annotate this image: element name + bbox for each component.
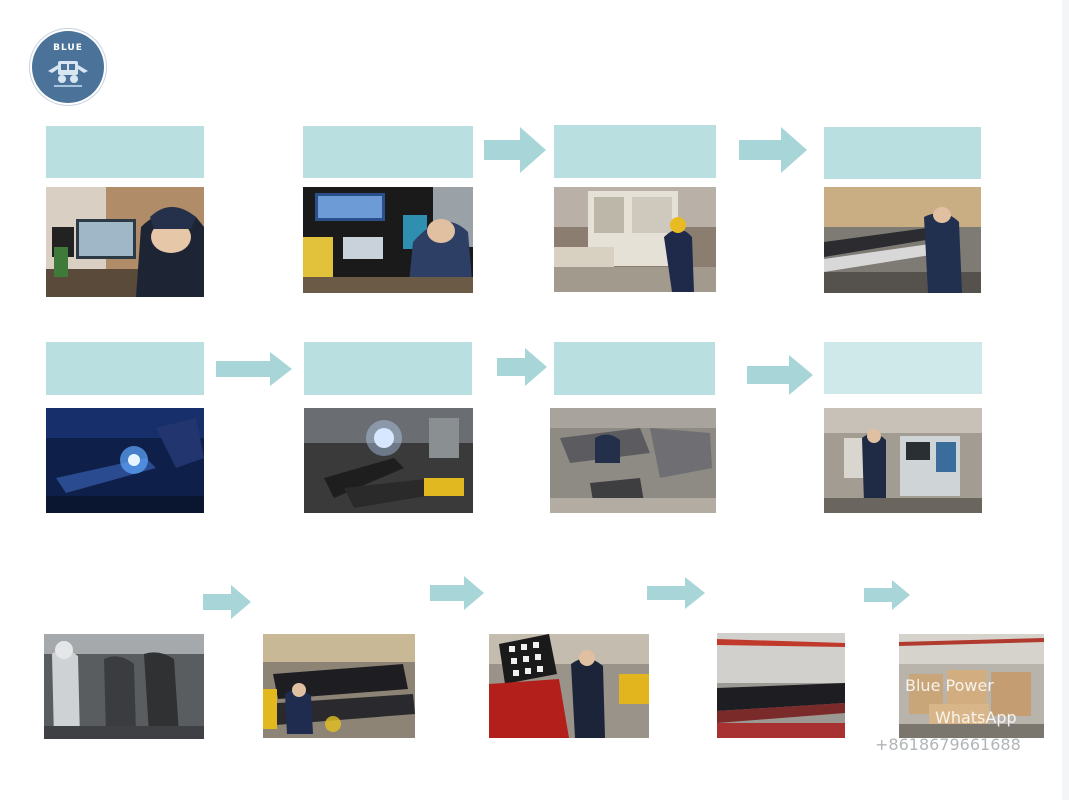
step-8-label-box: [824, 342, 982, 394]
watermark-app: WhatsApp: [935, 708, 1017, 727]
arrow-right-icon: [739, 127, 807, 173]
step-1-label-box: [46, 126, 204, 178]
process-photo-quality-inspection: [489, 634, 649, 738]
watermark-phone: +8618679661688: [875, 735, 1021, 754]
process-photo-final-assembly: [263, 634, 415, 738]
step-3-label-box: [554, 125, 716, 178]
arrow-right-icon: [747, 355, 813, 395]
watermark-brand: Blue Power: [905, 676, 994, 695]
process-photo-packaging-warehouse: Blue Power WhatsApp: [899, 634, 1044, 738]
process-photo-paint-spraying: [44, 634, 204, 739]
arrow-right-icon: [203, 585, 251, 619]
arrow-right-icon: [647, 577, 705, 609]
loader-icon: [48, 61, 88, 87]
process-photo-manual-welding: [304, 408, 473, 513]
process-photo-laser-cutting-console: [303, 187, 473, 293]
process-photo-frame-assembly: [550, 408, 716, 513]
step-2-label-box: [303, 126, 473, 178]
process-photo-press-brake: [824, 187, 981, 293]
arrow-right-icon: [216, 352, 292, 386]
arrow-right-icon: [484, 127, 546, 173]
step-6-label-box: [304, 342, 472, 395]
step-5-label-box: [46, 342, 204, 395]
logo-text: BLUE: [53, 43, 83, 53]
company-logo: BLUE: [32, 31, 104, 103]
arrow-right-icon: [497, 348, 547, 386]
process-photo-cad-design: [46, 187, 204, 297]
step-4-label-box: [824, 127, 981, 179]
process-photo-robotic-welding: [46, 408, 204, 513]
arrow-right-icon: [430, 576, 484, 610]
process-photo-finished-products: [717, 633, 845, 738]
process-photo-shearing-machine: [554, 187, 716, 292]
step-7-label-box: [554, 342, 715, 395]
process-photo-cnc-lathe: [824, 408, 982, 513]
arrow-right-icon: [864, 580, 910, 610]
